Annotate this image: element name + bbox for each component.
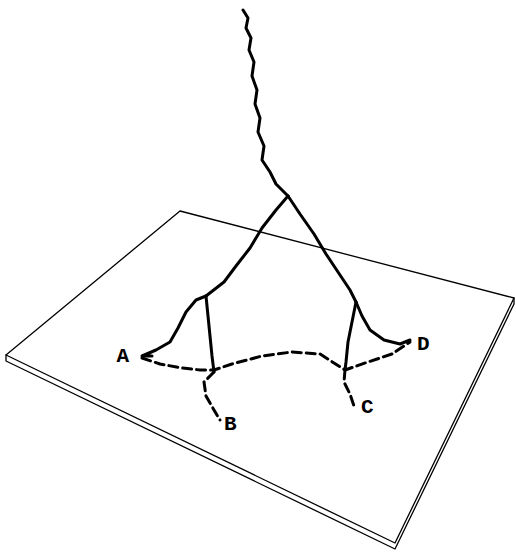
underground-path — [142, 342, 410, 370]
underground-path — [344, 370, 354, 406]
underground-path — [204, 372, 220, 420]
lightning-branch — [288, 196, 356, 302]
ground-plane — [6, 211, 514, 543]
lightning-branch — [345, 302, 356, 370]
lightning-trunk — [243, 10, 288, 196]
point-label: A — [116, 346, 129, 367]
point-label: D — [417, 334, 430, 355]
point-label: C — [361, 397, 374, 418]
lightning-branch — [356, 302, 410, 344]
plane-thickness — [6, 298, 514, 549]
lightning-branch — [206, 196, 288, 296]
lightning-branch — [206, 296, 214, 372]
lightning-branch — [142, 296, 206, 356]
point-label: B — [224, 414, 237, 435]
